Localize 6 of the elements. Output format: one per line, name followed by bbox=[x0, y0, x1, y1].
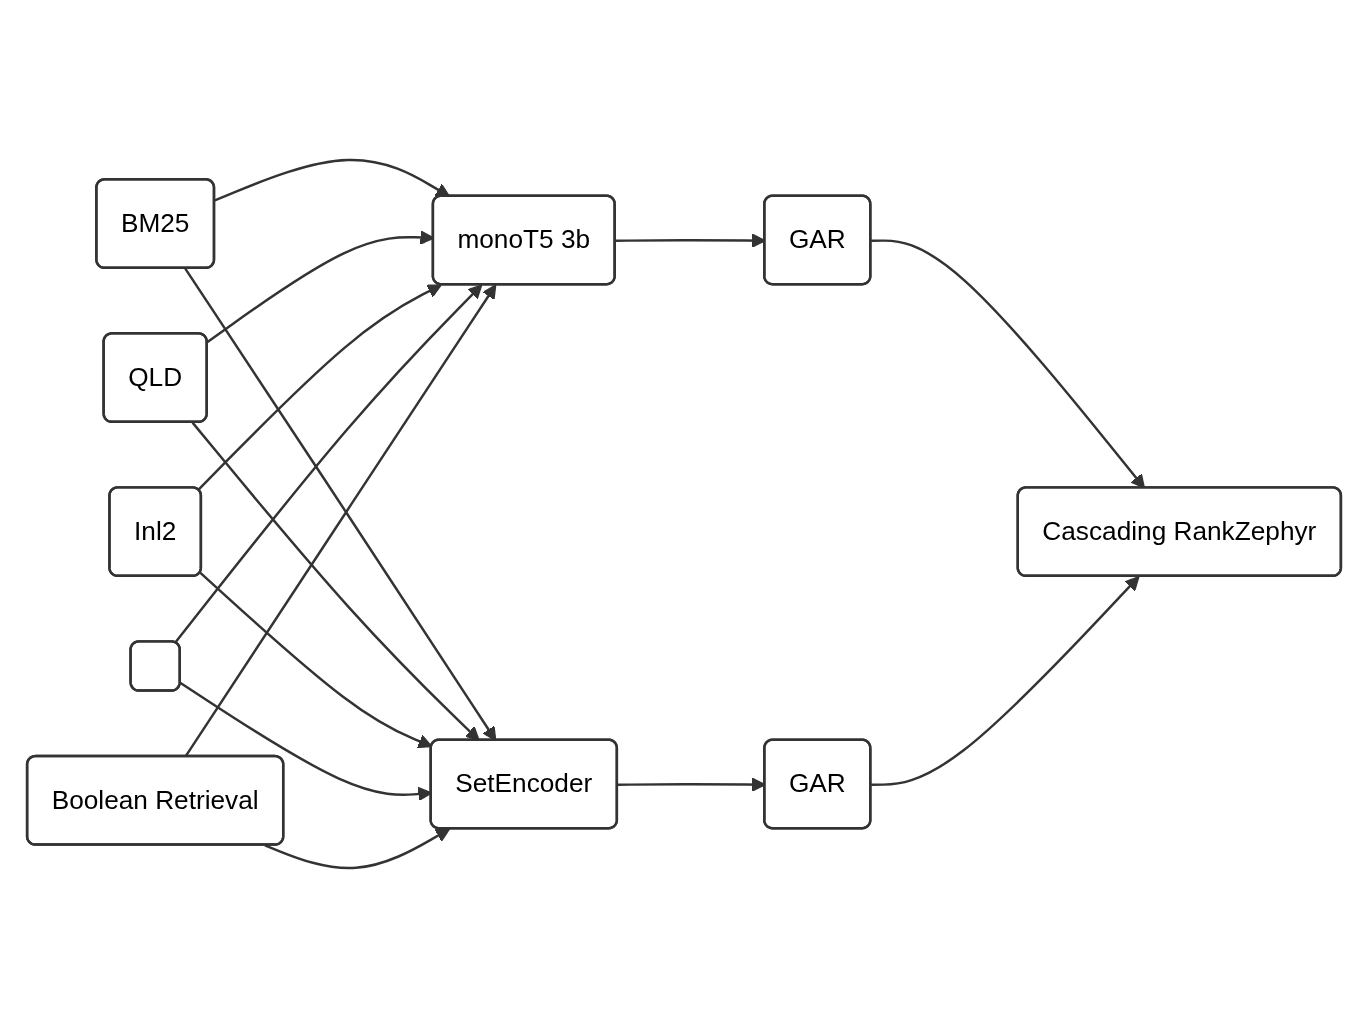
arrow bbox=[871, 575, 1140, 786]
arrow bbox=[214, 158, 451, 202]
arrow bbox=[197, 283, 442, 491]
arrow bbox=[264, 827, 451, 869]
arrow bbox=[174, 283, 483, 643]
arrow bbox=[199, 571, 433, 748]
